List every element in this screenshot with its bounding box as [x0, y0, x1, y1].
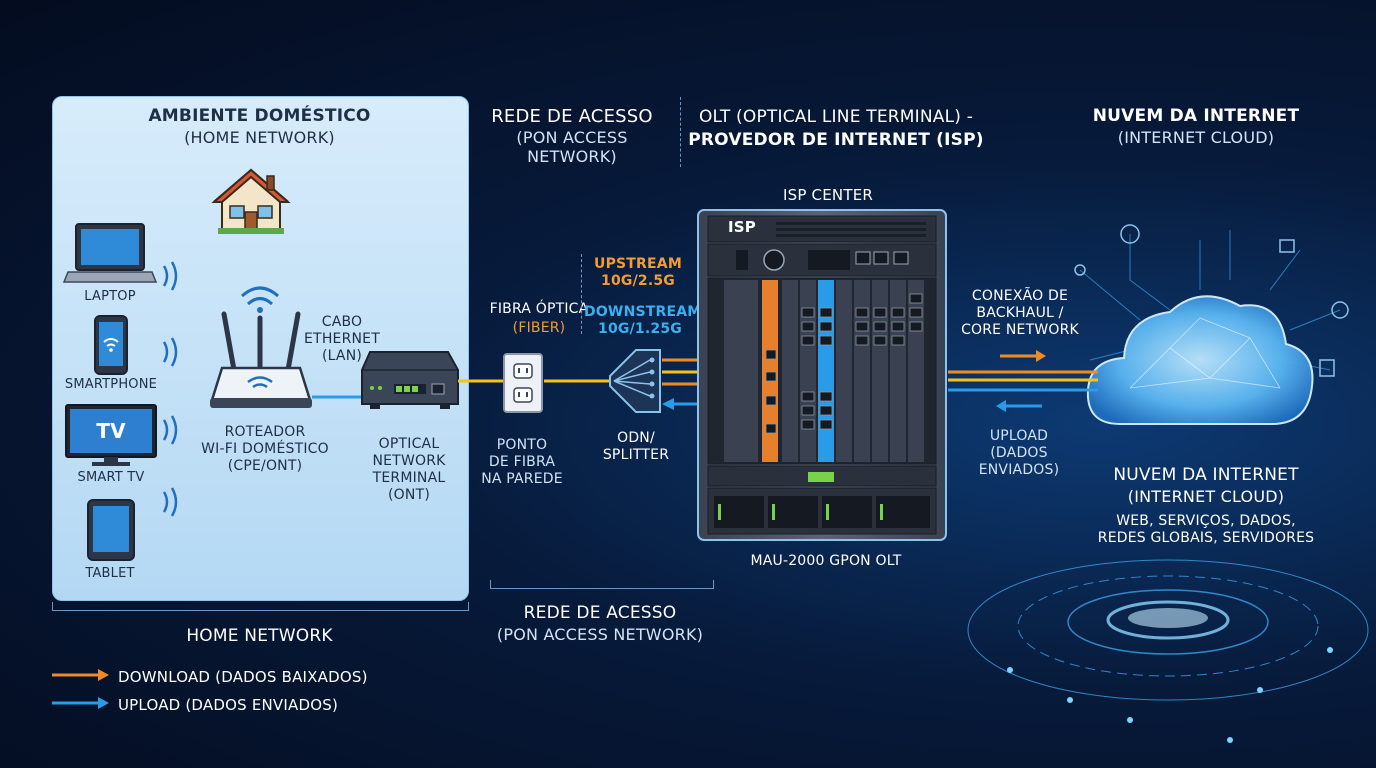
wall-label-line3: NA PAREDE	[481, 471, 563, 487]
access-title: REDE DE ACESSO	[491, 106, 653, 127]
fiber-label-line1: FIBRA ÓPTICA	[489, 301, 589, 317]
wall-label: PONTO DE FIBRA NA PAREDE	[474, 437, 570, 488]
device-label-smartphone: SMARTPHONE	[64, 377, 158, 392]
olt-title-line2: PROVEDOR DE INTERNET (ISP)	[688, 130, 984, 150]
router-label-line3: (CPE/ONT)	[227, 458, 303, 474]
cloud-label-title: NUVEM DA INTERNET	[1113, 465, 1299, 485]
home-footer: HOME NETWORK	[186, 626, 333, 646]
legend-upload-label: UPLOAD (DADOS ENVIADOS)	[118, 696, 338, 714]
cloud-subtitle: (INTERNET CLOUD)	[1117, 128, 1275, 147]
cloud-services-line1: WEB, SERVIÇOS, DADOS,	[1116, 513, 1296, 529]
fiber-cable-home	[458, 379, 506, 383]
ont-device-icon	[361, 351, 459, 409]
downstream-label-line2: 10G/1.25G	[598, 321, 682, 337]
ont-label-line2: NETWORK	[372, 453, 446, 469]
cloud-services: WEB, SERVIÇOS, DADOS, REDES GLOBAIS, SER…	[1080, 513, 1332, 547]
wall-label-line2: DE FIBRA	[488, 454, 556, 470]
ont-label: OPTICAL NETWORK TERMINAL (ONT)	[356, 436, 462, 504]
splitter-label-line1: ODN/	[617, 430, 655, 446]
upstream-label-line1: UPSTREAM	[594, 256, 682, 272]
tv-icon	[65, 404, 157, 466]
home-title: AMBIENTE DOMÉSTICO	[148, 106, 371, 126]
home-subtitle: (HOME NETWORK)	[184, 128, 335, 147]
tablet-icon	[87, 499, 135, 561]
stream-divider	[581, 254, 582, 334]
house-icon	[211, 168, 291, 234]
olt-title-line1: OLT (OPTICAL LINE TERMINAL) -	[698, 107, 974, 127]
data-rings	[967, 559, 1369, 743]
backhaul-lines	[948, 350, 1098, 412]
cable-label: CABO ETHERNET (LAN)	[296, 314, 388, 365]
backhaul-label-line3: CORE NETWORK	[961, 322, 1079, 338]
wifi-router-icon	[210, 286, 312, 408]
access-bracket	[490, 580, 714, 589]
access-subtitle: (PON ACCESS NETWORK)	[516, 128, 628, 166]
cable-label-line3: (LAN)	[321, 348, 363, 364]
splitter-label: ODN/ SPLITTER	[586, 430, 686, 464]
laptop-icon	[62, 223, 158, 283]
splitter-icon	[609, 349, 661, 413]
device-label-smart-tv: SMART TV	[77, 470, 145, 485]
tv-glyph: TV	[96, 419, 126, 443]
cable-label-line1: CABO	[321, 314, 363, 330]
downstream-label-line1: DOWNSTREAM	[584, 304, 702, 320]
upload-label-line2: (DADOS	[990, 445, 1048, 461]
olt-model: MAU-2000 GPON OLT	[750, 553, 902, 569]
fiber-label: FIBRA ÓPTICA (FIBER)	[466, 300, 612, 338]
ethernet-cable	[312, 395, 368, 399]
wall-label-line1: PONTO	[496, 437, 548, 453]
downstream-label: DOWNSTREAM 10G/1.25G	[584, 304, 702, 338]
cable-label-line2: ETHERNET	[304, 331, 380, 347]
cloud-title: NUVEM DA INTERNET	[1092, 106, 1300, 126]
device-label-tablet: TABLET	[85, 566, 135, 581]
olt-title: OLT (OPTICAL LINE TERMINAL) - PROVEDOR D…	[686, 106, 986, 152]
fiber-cable-drop	[544, 379, 614, 383]
legend-upload-arrow	[52, 697, 109, 709]
device-label-laptop: LAPTOP	[84, 289, 136, 304]
ont-label-line4: (ONT)	[388, 487, 430, 503]
upload-label: UPLOAD (DADOS ENVIADOS)	[964, 428, 1074, 479]
smartphone-icon	[94, 315, 128, 375]
olt-rack	[697, 209, 947, 541]
backhaul-label-line2: BACKHAUL /	[976, 305, 1064, 321]
cloud-label-subtitle: (INTERNET CLOUD)	[1127, 487, 1285, 506]
upload-label-line1: UPLOAD	[989, 428, 1049, 444]
ont-label-line3: TERMINAL	[372, 470, 446, 486]
isp-center-label: ISP CENTER	[783, 186, 873, 204]
backhaul-label-line1: CONEXÃO DE	[971, 288, 1069, 304]
home-bracket	[52, 602, 469, 611]
rack-isp-badge: ISP	[728, 218, 756, 236]
upstream-label: UPSTREAM 10G/2.5G	[578, 256, 698, 290]
access-footer-subtitle: (PON ACCESS NETWORK)	[496, 625, 704, 644]
wifi-waves-icon	[162, 261, 178, 517]
legend-download-arrow	[52, 669, 109, 681]
ont-label-line1: OPTICAL	[378, 436, 440, 452]
router-label: ROTEADOR WI-FI DOMÉSTICO (CPE/ONT)	[180, 424, 350, 475]
legend-download-label: DOWNLOAD (DADOS BAIXADOS)	[118, 668, 368, 686]
wall-socket-icon	[503, 353, 543, 413]
fiber-label-line2: (FIBER)	[512, 320, 566, 336]
title-divider	[680, 97, 681, 167]
access-footer-title: REDE DE ACESSO	[523, 603, 677, 623]
backhaul-label: CONEXÃO DE BACKHAUL / CORE NETWORK	[950, 288, 1090, 339]
cloud-network-lines	[1074, 224, 1349, 377]
upload-label-line3: ENVIADOS)	[978, 462, 1060, 478]
cloud-icon	[1086, 295, 1314, 425]
splitter-label-line2: SPLITTER	[602, 447, 670, 463]
upstream-label-line2: 10G/2.5G	[601, 273, 675, 289]
router-label-line2: WI-FI DOMÉSTICO	[201, 441, 329, 457]
cloud-services-line2: REDES GLOBAIS, SERVIDORES	[1097, 530, 1315, 546]
router-label-line1: ROTEADOR	[224, 424, 306, 440]
